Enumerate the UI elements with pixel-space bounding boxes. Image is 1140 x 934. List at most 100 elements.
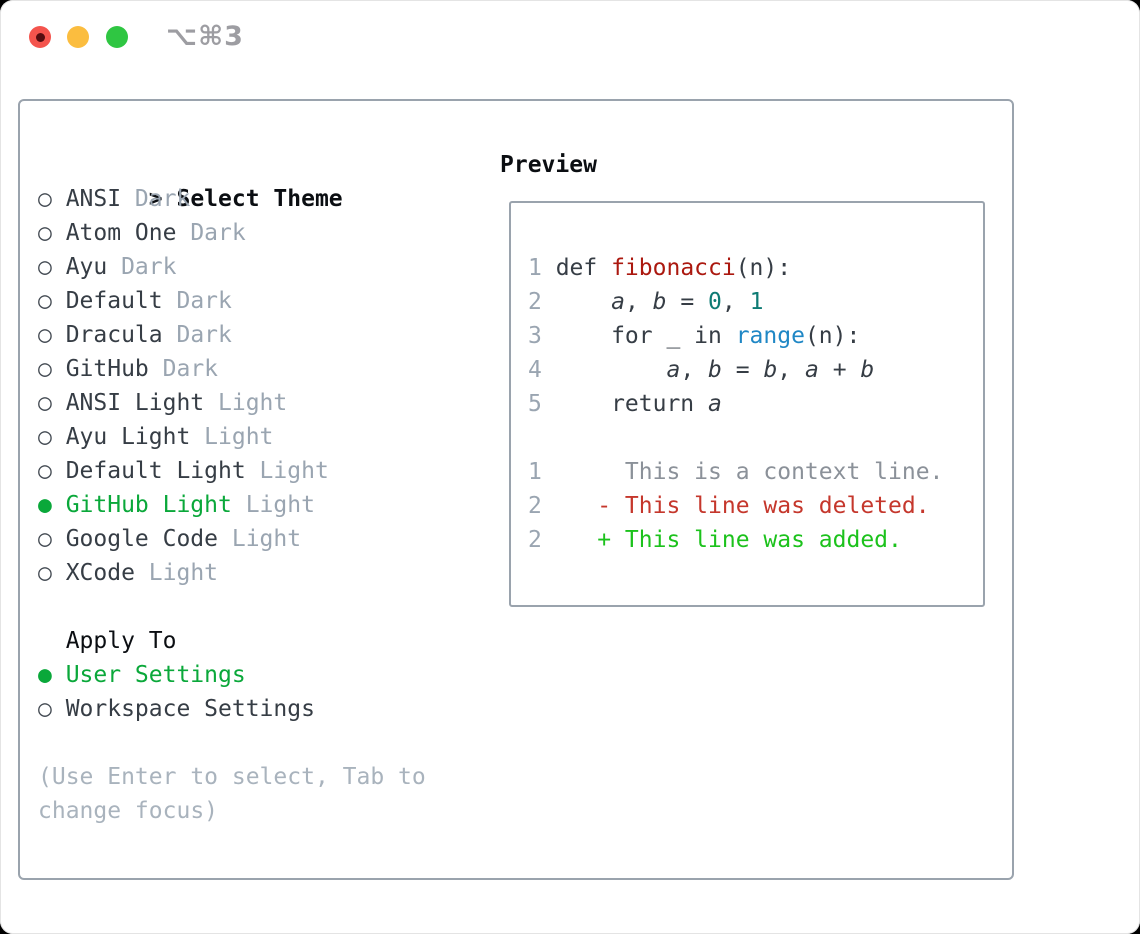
code-segment: for _ in [555, 323, 736, 349]
theme-variant: Light [204, 390, 288, 416]
theme-name: Ayu [65, 254, 108, 280]
radio-icon: ○ [38, 390, 52, 416]
zoom-button[interactable] [106, 26, 128, 48]
code-segment: fibonacci [611, 255, 736, 281]
code-segment: b [652, 289, 667, 315]
theme-variant: Light [231, 492, 315, 518]
code-segment: + This line was added. [555, 527, 902, 553]
code-line: 2 a, b = 0, 1 [528, 285, 983, 319]
theme-list: ○ANSI Dark○Atom One Dark○Ayu Dark○Defaul… [38, 182, 470, 590]
theme-option-ayu[interactable]: ○ Ayu Dark [38, 250, 470, 284]
theme-name: Default Light [65, 458, 246, 484]
theme-option-github-light[interactable]: ● GitHub Light Light [38, 488, 470, 522]
code-segment [556, 289, 611, 315]
theme-variant: Dark [121, 186, 191, 212]
line-number: 1 [528, 255, 542, 281]
line-number: 1 [528, 459, 542, 485]
radio-icon: ● [38, 662, 52, 688]
theme-option-google-code[interactable]: ○Google Code Light [38, 522, 470, 556]
theme-option-default[interactable]: ○Default Dark [38, 284, 470, 318]
apply-option-user-settings[interactable]: ●User Settings [38, 658, 470, 692]
code-line [528, 421, 983, 455]
code-segment: a [611, 289, 625, 315]
theme-option-atom-one[interactable]: ○Atom One Dark [38, 216, 470, 250]
code-segment: def [555, 255, 612, 281]
theme-list-title: Select Theme [176, 186, 343, 212]
theme-variant: Dark [162, 288, 232, 314]
theme-name: Atom One [65, 220, 177, 246]
spacer [38, 590, 470, 624]
close-button[interactable] [29, 26, 51, 48]
radio-icon: ○ [38, 696, 52, 722]
theme-variant: Dark [148, 356, 219, 382]
radio-icon: ○ [38, 356, 52, 382]
radio-icon: ○ [38, 458, 52, 484]
code-segment: b [708, 357, 722, 383]
theme-list-header: > Select Theme [38, 148, 470, 212]
code-segment: a [666, 357, 681, 383]
radio-icon: ○ [38, 220, 52, 246]
line-number: 2 [528, 527, 542, 553]
line-number: 2 [528, 493, 542, 519]
theme-name: Default [65, 288, 163, 314]
theme-picker-column: >Select Theme ○ANSI Dark○Atom One Dark○A… [38, 148, 470, 828]
theme-name: ANSI [65, 186, 122, 212]
code-segment: (n): [735, 255, 792, 281]
code-segment: b [860, 357, 875, 383]
radio-icon: ○ [38, 560, 52, 586]
code-segment [556, 357, 667, 383]
code-segment: , [721, 289, 750, 315]
code-line: 1 This is a context line. [528, 455, 983, 489]
help-text: (Use Enter to select, Tab to change focu… [38, 764, 426, 824]
apply-to-title: Apply To [65, 628, 177, 654]
code-segment: , [777, 357, 805, 383]
theme-option-ayu-light[interactable]: ○Ayu Light Light [38, 420, 470, 454]
theme-option-github[interactable]: ○GitHub Dark [38, 352, 470, 386]
theme-option-ansi[interactable]: ○ ANSI Dark [38, 182, 470, 216]
radio-icon: ○ [38, 526, 52, 552]
theme-variant: Dark [107, 254, 177, 280]
theme-name: Dracula [65, 322, 163, 348]
theme-option-default-light[interactable]: ○Default Light Light [38, 454, 470, 488]
apply-option-workspace-settings[interactable]: ○Workspace Settings [38, 692, 470, 726]
line-number: 5 [528, 391, 542, 417]
theme-name: XCode [65, 560, 135, 586]
code-segment: = [666, 289, 709, 315]
minimize-button[interactable] [67, 26, 89, 48]
theme-option-dracula[interactable]: ○Dracula Dark [38, 318, 470, 352]
code-segment: 1 [749, 289, 764, 315]
keyboard-shortcut-label: ⌥⌘3 [166, 21, 244, 52]
line-number: 2 [528, 289, 542, 315]
theme-variant: Light [190, 424, 274, 450]
apply-to-list: ●User Settings○Workspace Settings [38, 658, 470, 726]
code-segment: 0 [708, 289, 722, 315]
theme-option-ansi-light[interactable]: ○ ANSI Light Light [38, 386, 470, 420]
radio-icon: ○ [38, 254, 52, 280]
theme-variant: Dark [162, 322, 232, 348]
code-segment: This is a context line. [555, 459, 944, 485]
theme-name: Ayu Light [65, 424, 191, 450]
code-line: 4 a, b = b, a + b [528, 353, 983, 387]
radio-icon: ○ [38, 186, 52, 212]
prompt-caret-icon: > [148, 186, 163, 212]
code-segment: + [818, 357, 861, 383]
code-segment: - This line was deleted. [555, 493, 930, 519]
theme-name: ANSI Light [65, 390, 205, 416]
line-number: 4 [528, 357, 542, 383]
theme-variant: Light [134, 560, 219, 586]
code-line: 2 - This line was deleted. [528, 489, 983, 523]
code-line: 2 + This line was added. [528, 523, 983, 557]
code-line: 3 for _ in range(n): [528, 319, 983, 353]
code-segment: b [763, 357, 778, 383]
code-segment: , [624, 289, 653, 315]
code-segment: (n): [804, 323, 861, 349]
theme-name: GitHub Light [65, 492, 232, 518]
theme-picker-panel: >Select Theme ○ANSI Dark○Atom One Dark○A… [18, 99, 1014, 880]
theme-option-xcode[interactable]: ○ XCode Light [38, 556, 470, 590]
theme-name: Google Code [65, 526, 219, 552]
code-segment: a [708, 391, 722, 417]
radio-icon: ● [38, 492, 52, 518]
